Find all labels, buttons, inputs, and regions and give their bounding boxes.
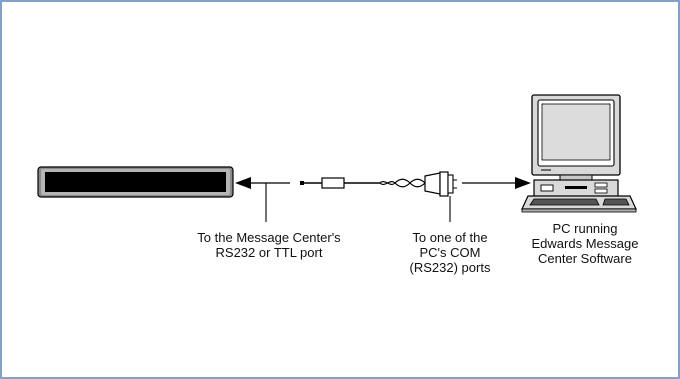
pc-com-ports-label: To one of the PC's COM (RS232) ports — [380, 230, 520, 275]
serial-cable-icon — [300, 177, 426, 189]
desktop-pc-icon — [521, 94, 637, 213]
arrow-to-pc — [462, 177, 531, 189]
db9-connector-icon — [424, 171, 457, 197]
message-center-port-line-2: RS232 or TTL port — [215, 245, 323, 260]
pc-label-line-1: PC running — [552, 221, 618, 236]
pc-com-ports-line-1: To one of the — [412, 230, 488, 245]
message-center-port-line-1: To the Message Center's — [197, 230, 341, 245]
pc-label: PC running Edwards Message Center Softwa… — [520, 221, 650, 266]
pc-label-line-2: Edwards Message — [531, 236, 639, 251]
pc-label-line-3: Center Software — [538, 251, 632, 266]
message-center-port-label: To the Message Center's RS232 or TTL por… — [179, 230, 359, 260]
pc-com-ports-line-3: (RS232) ports — [409, 260, 491, 275]
pc-com-ports-line-2: PC's COM — [419, 245, 481, 260]
arrow-to-sign — [235, 177, 290, 222]
message-display-sign-icon — [37, 166, 234, 198]
